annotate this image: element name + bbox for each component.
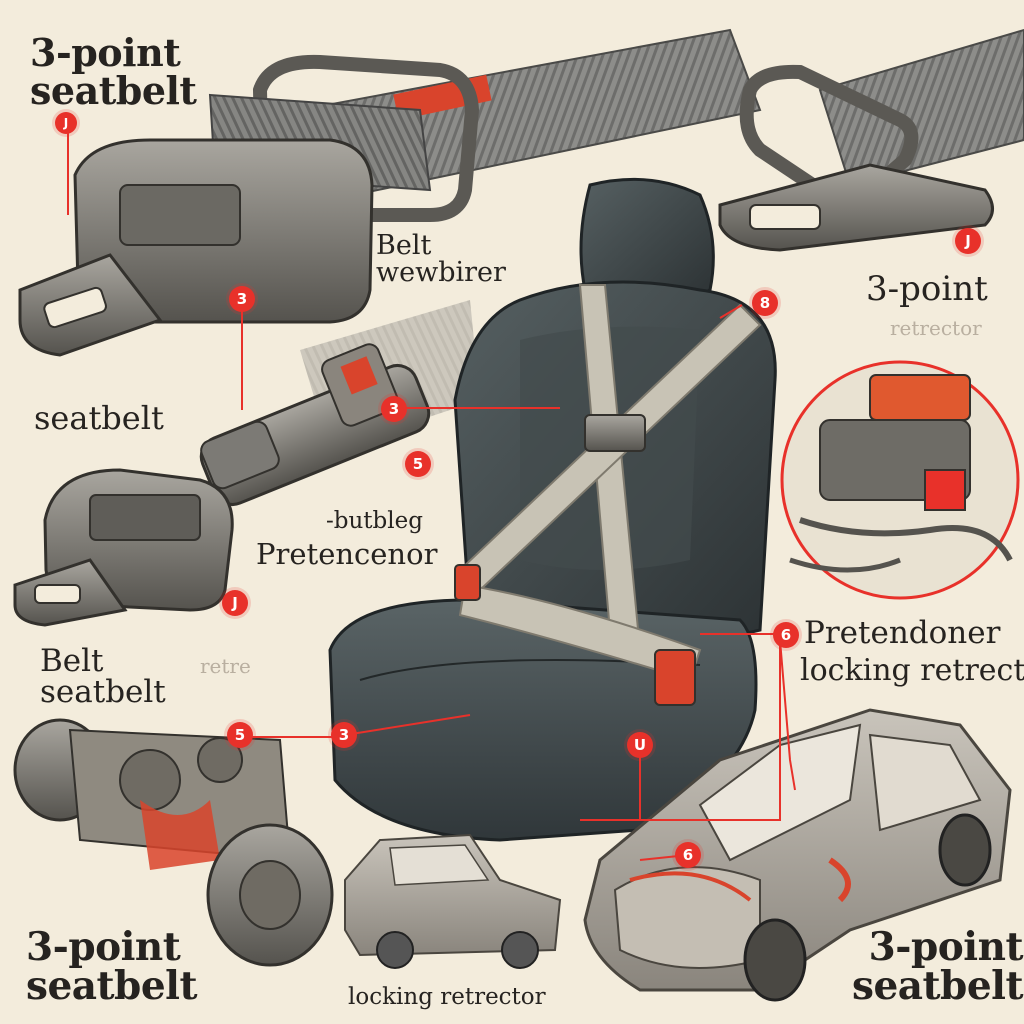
mid-left-buckle xyxy=(13,468,234,627)
label-belt-webbing: Belt wewbirer xyxy=(376,230,506,288)
callout-badge: 3 xyxy=(331,722,357,748)
callout-badge: 5 xyxy=(227,722,253,748)
caption-bottom: locking retrector xyxy=(348,984,546,1010)
callout-badge: J xyxy=(55,112,77,134)
small-car xyxy=(344,833,562,969)
callout-badge: J xyxy=(222,590,248,616)
callout-badge: J xyxy=(955,228,981,254)
engine-mechanism xyxy=(13,718,334,967)
top-left-buckle xyxy=(18,28,762,357)
label-faint-mid: retre xyxy=(200,654,251,678)
callout-badge: 8 xyxy=(752,290,778,316)
retractor-inset xyxy=(780,360,1020,600)
callout-badge: 6 xyxy=(773,622,799,648)
label-seatbelt-left: seatbelt xyxy=(34,399,164,437)
callout-badge: 5 xyxy=(405,451,431,477)
label-pretendoner: Pretendoner xyxy=(804,615,1001,651)
label-locking-retrector-right: locking retrector xyxy=(800,653,1024,688)
callout-badge: 6 xyxy=(675,842,701,868)
title-top-left: 3-point seatbelt xyxy=(30,30,197,113)
label-pretencenor: Pretencenor xyxy=(256,537,438,571)
callout-badge: 3 xyxy=(381,396,407,422)
leader-lines xyxy=(67,125,796,861)
title-bottom-right: 3-point seatbelt xyxy=(852,924,1023,1009)
pretensioner-cylinder xyxy=(199,300,480,506)
callout-badge: U xyxy=(627,732,653,758)
label-butbleg: -butbleg xyxy=(326,508,423,534)
title-bottom-left: 3-point seatbelt xyxy=(26,924,197,1009)
label-belt-seatbelt: Belt seatbelt xyxy=(40,643,166,710)
label-3point-right: 3-point xyxy=(866,269,988,309)
callout-badge: 3 xyxy=(229,286,255,312)
label-retrector-faint: retrector xyxy=(890,316,982,340)
car-seat xyxy=(328,177,777,842)
top-right-tongue xyxy=(718,28,1024,252)
